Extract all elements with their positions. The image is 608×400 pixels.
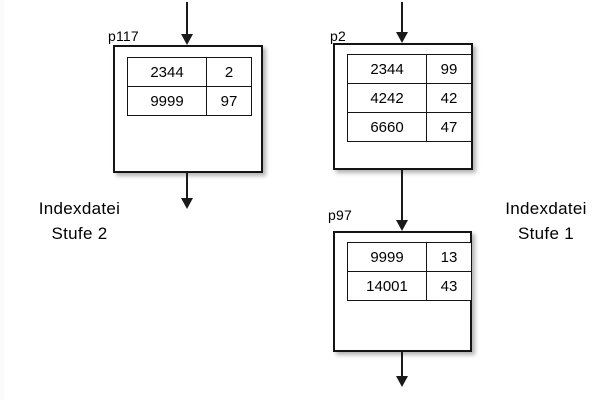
entry-key: 6660 (347, 112, 427, 142)
arrow-out-of-p97 (396, 352, 408, 387)
caption-left-line1: Indexdatei (38, 199, 121, 218)
table-row: 9999 97 (127, 86, 252, 116)
caption-right-line1: Indexdatei (505, 199, 587, 218)
entry-pointer: 47 (426, 112, 472, 142)
entry-pointer: 2 (206, 57, 252, 87)
table-row: 9999 13 (347, 242, 472, 272)
entry-table-p117: 2344 2 9999 97 (127, 57, 252, 116)
table-row: 4242 42 (347, 83, 472, 113)
table-row: 6660 47 (347, 112, 472, 142)
arrow-out-of-p117 (181, 173, 193, 209)
entry-pointer: 43 (426, 271, 472, 301)
entry-pointer: 13 (426, 242, 472, 272)
entry-key: 9999 (127, 86, 207, 116)
left-edge-strip (0, 0, 4, 400)
arrow-p2-to-p97 (396, 170, 408, 231)
caption-left-line2: Stufe 2 (51, 224, 108, 243)
entry-pointer: 42 (426, 83, 472, 113)
table-row: 2344 2 (127, 57, 252, 87)
arrow-into-p2 (396, 2, 408, 43)
caption-right-line2: Stufe 1 (518, 224, 574, 243)
entry-table-p97: 9999 13 14001 43 (347, 242, 472, 301)
entry-pointer: 97 (206, 86, 252, 116)
page-label-p2: p2 (330, 28, 346, 44)
table-row: 14001 43 (347, 271, 472, 301)
entry-key: 4242 (347, 83, 427, 113)
entry-pointer: 99 (426, 54, 472, 84)
entry-table-p2: 2344 99 4242 42 6660 47 (347, 54, 472, 142)
page-label-p97: p97 (328, 207, 352, 223)
entry-key: 2344 (127, 57, 207, 87)
table-row: 2344 99 (347, 54, 472, 84)
caption-right: Indexdatei Stufe 1 (487, 196, 605, 246)
page-label-p117: p117 (108, 28, 139, 44)
entry-key: 14001 (347, 271, 427, 301)
entry-key: 9999 (347, 242, 427, 272)
entry-key: 2344 (347, 54, 427, 84)
caption-left: Indexdatei Stufe 2 (17, 196, 142, 246)
arrow-into-p117 (181, 2, 193, 45)
